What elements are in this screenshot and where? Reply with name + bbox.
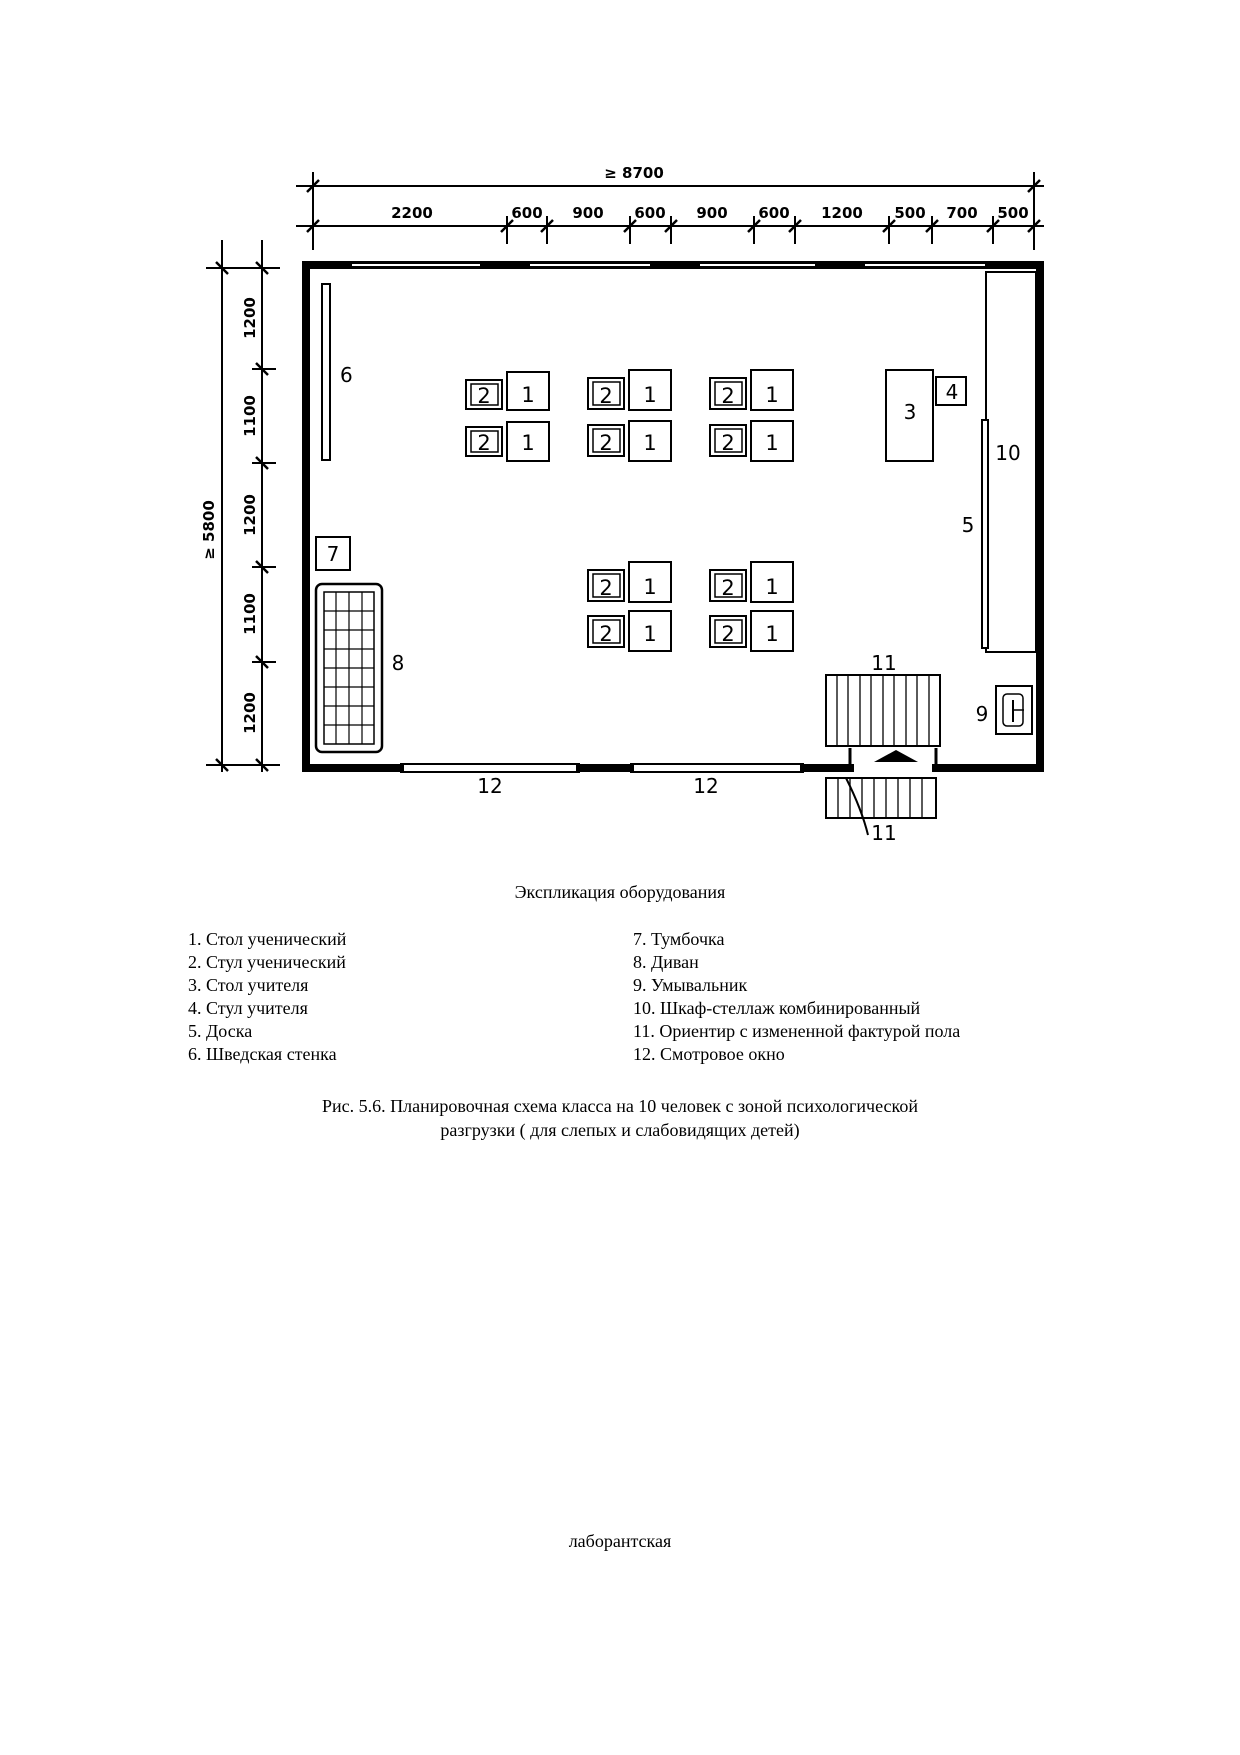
left-dim-segment: 1100 <box>241 593 259 635</box>
label-window-right: 12 <box>693 774 718 798</box>
textured-floor-marker-outside <box>825 777 937 819</box>
legend-item: 8. Диван <box>633 952 699 972</box>
label-teacher-desk: 3 <box>904 400 917 424</box>
top-dim-segment: 500 <box>894 204 925 222</box>
desk-group-6: 2 1 <box>709 420 794 462</box>
desk-group-2: 2 1 <box>465 421 550 462</box>
label-sink: 9 <box>976 702 989 726</box>
legend-item: 11. Ориентир с измененной фактурой пола <box>633 1021 961 1041</box>
top-dim-segment: 600 <box>511 204 542 222</box>
label-stairs-bottom: 11 <box>871 821 896 845</box>
chair-label: 2 <box>477 384 490 408</box>
chair-label: 2 <box>599 576 612 600</box>
chair-label: 2 <box>721 576 734 600</box>
legend-item: 9. Умывальник <box>633 975 748 995</box>
desk-group-7: 2 1 <box>587 561 672 603</box>
desk-label: 1 <box>765 431 778 455</box>
chair-label: 2 <box>721 431 734 455</box>
legend-left-column: 1. Стол ученический 2. Стул ученический … <box>188 928 346 1066</box>
top-dim-segment: 700 <box>946 204 977 222</box>
left-total-dimension: ≥ 5800 <box>200 500 218 560</box>
desk-group-8: 2 1 <box>587 610 672 652</box>
legend-item: 2. Стул ученический <box>188 952 346 972</box>
classroom-floor-plan: ≥ 8700 2200 600 900 600 900 600 1200 500… <box>200 164 1044 845</box>
sink <box>995 685 1033 735</box>
legend-item: 12. Смотровое окно <box>633 1044 785 1064</box>
top-dim-segment: 600 <box>758 204 789 222</box>
desk-group-9: 2 1 <box>709 561 794 603</box>
window-12-left <box>400 763 580 773</box>
teacher-chair <box>935 376 967 406</box>
label-teacher-chair: 4 <box>946 380 959 404</box>
legend-item: 7. Тумбочка <box>633 929 725 949</box>
desk-label: 1 <box>521 383 534 407</box>
teacher-desk <box>885 369 934 462</box>
top-dimension-chain <box>296 172 1044 250</box>
nightstand <box>315 536 351 571</box>
top-dim-segment: 1200 <box>821 204 863 222</box>
entrance-door <box>845 748 938 836</box>
label-swedish-wall: 6 <box>340 363 353 387</box>
desk-group-4: 2 1 <box>587 420 672 462</box>
board <box>981 419 989 649</box>
left-dim-segment: 1100 <box>241 395 259 437</box>
chair-label: 2 <box>599 622 612 646</box>
chair-label: 2 <box>721 384 734 408</box>
legend-title: Экспликация оборудования <box>514 882 726 902</box>
chair-label: 2 <box>477 431 490 455</box>
left-dim-segment: 1200 <box>241 692 259 734</box>
top-dim-segment: 900 <box>696 204 727 222</box>
top-dim-segment: 2200 <box>391 204 433 222</box>
sofa <box>314 582 384 754</box>
legend-item: 10. Шкаф-стеллаж комбинированный <box>633 998 921 1018</box>
footer-label: лаборантская <box>568 1531 672 1551</box>
chair-label: 2 <box>721 622 734 646</box>
legend-item: 5. Доска <box>188 1021 253 1041</box>
caption-line: разгрузки ( для слепых и слабовидящих де… <box>440 1120 800 1140</box>
top-dim-segment: 600 <box>634 204 665 222</box>
legend-item: 4. Стул учителя <box>188 998 308 1018</box>
label-stairs-top: 11 <box>871 651 896 675</box>
label-cabinet: 10 <box>995 441 1020 465</box>
desk-label: 1 <box>521 431 534 455</box>
legend-item: 3. Стол учителя <box>188 975 309 995</box>
desk-label: 1 <box>765 575 778 599</box>
left-dim-segment: 1200 <box>241 494 259 536</box>
figure-caption: Рис. 5.6. Планировочная схема класса на … <box>0 1094 1240 1142</box>
desk-group-10: 2 1 <box>709 610 794 652</box>
caption-line: Рис. 5.6. Планировочная схема класса на … <box>322 1096 918 1116</box>
desk-label: 1 <box>643 622 656 646</box>
label-board: 5 <box>962 513 975 537</box>
left-dimension-chain <box>206 240 280 772</box>
label-nightstand: 7 <box>327 542 340 566</box>
entrance-arrow-icon <box>874 750 918 762</box>
desk-group-3: 2 1 <box>587 369 672 411</box>
top-total-dimension: ≥ 8700 <box>604 164 664 182</box>
label-window-left: 12 <box>477 774 502 798</box>
swedish-wall <box>321 283 331 461</box>
textured-floor-marker-inside <box>825 674 941 747</box>
room-walls <box>302 261 1044 772</box>
label-sofa: 8 <box>392 651 405 675</box>
window-12-right <box>630 763 804 773</box>
desk-label: 1 <box>643 575 656 599</box>
desk-label: 1 <box>643 431 656 455</box>
chair-label: 2 <box>599 384 612 408</box>
desk-group-1: 2 1 <box>465 371 550 411</box>
desk-label: 1 <box>765 383 778 407</box>
desk-label: 1 <box>643 383 656 407</box>
desk-label: 1 <box>765 622 778 646</box>
legend-right-column: 7. Тумбочка 8. Диван 9. Умывальник 10. Ш… <box>633 928 960 1066</box>
top-dim-segment: 900 <box>572 204 603 222</box>
legend-item: 1. Стол ученический <box>188 929 347 949</box>
left-dim-segment: 1200 <box>241 297 259 339</box>
legend-item: 6. Шведская стенка <box>188 1044 337 1064</box>
top-dim-segment: 500 <box>997 204 1028 222</box>
chair-label: 2 <box>599 431 612 455</box>
desk-group-5: 2 1 <box>709 369 794 411</box>
